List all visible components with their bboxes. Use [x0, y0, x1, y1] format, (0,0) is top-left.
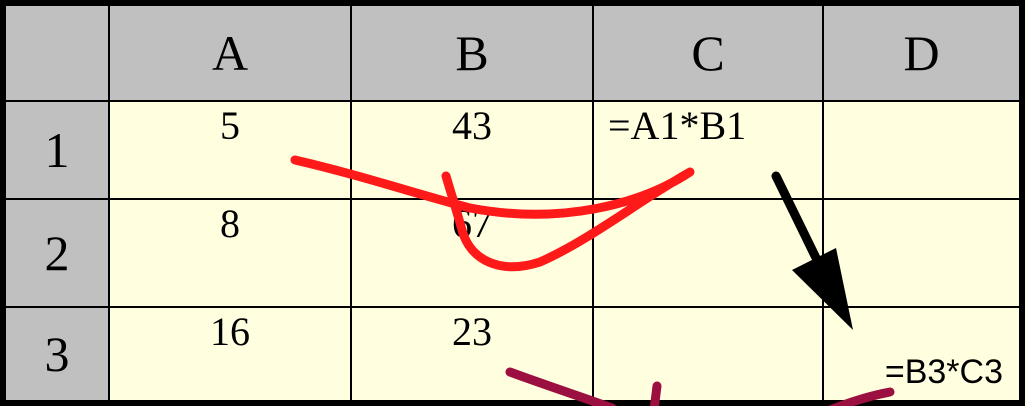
- cell-d3[interactable]: =B3*C3: [822, 306, 1023, 404]
- row-header-2[interactable]: 2: [2, 198, 110, 308]
- row-header-1[interactable]: 1: [2, 100, 110, 200]
- row-header-3[interactable]: 3: [2, 306, 110, 404]
- column-header-b[interactable]: B: [350, 2, 594, 102]
- column-header-a[interactable]: A: [108, 2, 352, 102]
- cell-c2[interactable]: [592, 198, 824, 308]
- cell-d1[interactable]: [822, 100, 1023, 200]
- cell-a2[interactable]: 8: [108, 198, 352, 308]
- sheet-row-2: 2 8 67: [2, 198, 1023, 308]
- sheet-row-3: 3 16 23 =B3*C3: [2, 306, 1023, 404]
- select-all-corner[interactable]: [2, 2, 110, 102]
- cell-b2[interactable]: 67: [350, 198, 594, 308]
- cell-b3[interactable]: 23: [350, 306, 594, 404]
- cell-a1[interactable]: 5: [108, 100, 352, 200]
- column-header-d[interactable]: D: [822, 2, 1023, 102]
- sheet-row-1: 1 5 43 =A1*B1: [2, 100, 1023, 200]
- column-header-c[interactable]: C: [592, 2, 824, 102]
- column-header-row: A B C D: [2, 2, 1023, 102]
- cell-a3[interactable]: 16: [108, 306, 352, 404]
- cell-d2[interactable]: [822, 198, 1023, 308]
- cell-c1[interactable]: =A1*B1: [592, 100, 824, 200]
- cell-b1[interactable]: 43: [350, 100, 594, 200]
- cell-c3[interactable]: [592, 306, 824, 404]
